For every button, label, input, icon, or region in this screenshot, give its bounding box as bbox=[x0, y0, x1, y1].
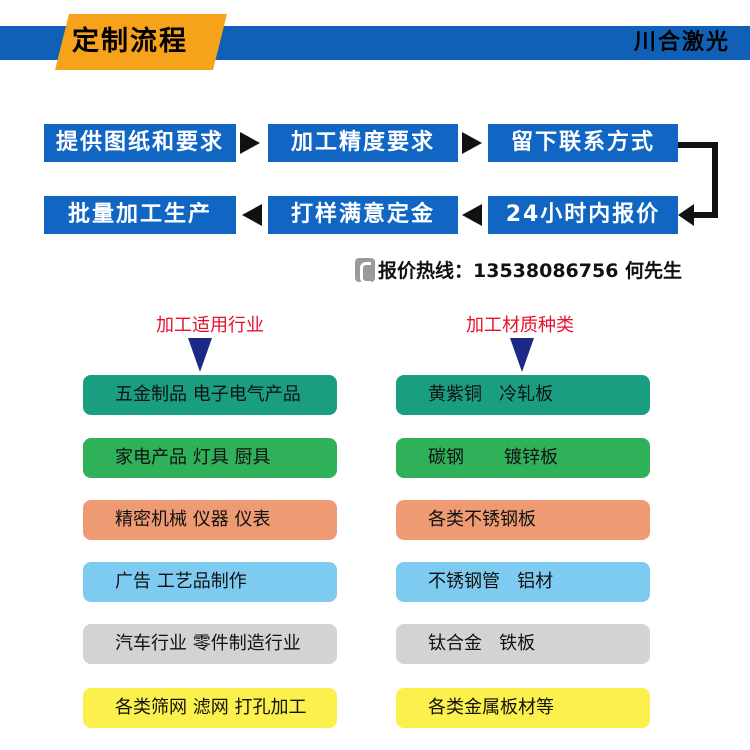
connector-line bbox=[712, 142, 718, 218]
brand-name: 川合激光 bbox=[633, 30, 730, 55]
industry-item: 广告 工艺品制作 bbox=[83, 562, 337, 602]
connector-line bbox=[678, 142, 718, 148]
material-item: 碳钢 镀锌板 bbox=[396, 438, 650, 478]
step-sample-deposit: 打样满意定金 bbox=[268, 196, 458, 234]
arrow-right-icon bbox=[462, 132, 482, 154]
industries-title: 加工适用行业 bbox=[156, 315, 264, 336]
page-title: 定制流程 bbox=[72, 26, 188, 57]
step-24h-quote: 24小时内报价 bbox=[488, 196, 678, 234]
arrow-left-icon bbox=[678, 204, 694, 226]
down-arrow-icon bbox=[510, 338, 534, 372]
quote-hotline: 报价热线：13538086756 何先生 bbox=[378, 260, 683, 282]
material-item: 各类金属板材等 bbox=[396, 688, 650, 728]
phone-icon bbox=[355, 258, 375, 284]
arrow-right-icon bbox=[240, 132, 260, 154]
industry-item: 汽车行业 零件制造行业 bbox=[83, 624, 337, 664]
materials-title: 加工材质种类 bbox=[466, 315, 574, 336]
step-precision-requirements: 加工精度要求 bbox=[268, 124, 458, 162]
industry-item: 五金制品 电子电气产品 bbox=[83, 375, 337, 415]
industry-item: 各类筛网 滤网 打孔加工 bbox=[83, 688, 337, 728]
down-arrow-icon bbox=[188, 338, 212, 372]
step-mass-production: 批量加工生产 bbox=[44, 196, 236, 234]
step-leave-contact: 留下联系方式 bbox=[488, 124, 678, 162]
connector-line bbox=[690, 212, 718, 218]
material-item: 各类不锈钢板 bbox=[396, 500, 650, 540]
arrow-left-icon bbox=[462, 204, 482, 226]
arrow-left-icon bbox=[242, 204, 262, 226]
industry-item: 家电产品 灯具 厨具 bbox=[83, 438, 337, 478]
material-item: 黄紫铜 冷轧板 bbox=[396, 375, 650, 415]
step-provide-drawings: 提供图纸和要求 bbox=[44, 124, 236, 162]
material-item: 不锈钢管 铝材 bbox=[396, 562, 650, 602]
material-item: 钛合金 铁板 bbox=[396, 624, 650, 664]
industry-item: 精密机械 仪器 仪表 bbox=[83, 500, 337, 540]
